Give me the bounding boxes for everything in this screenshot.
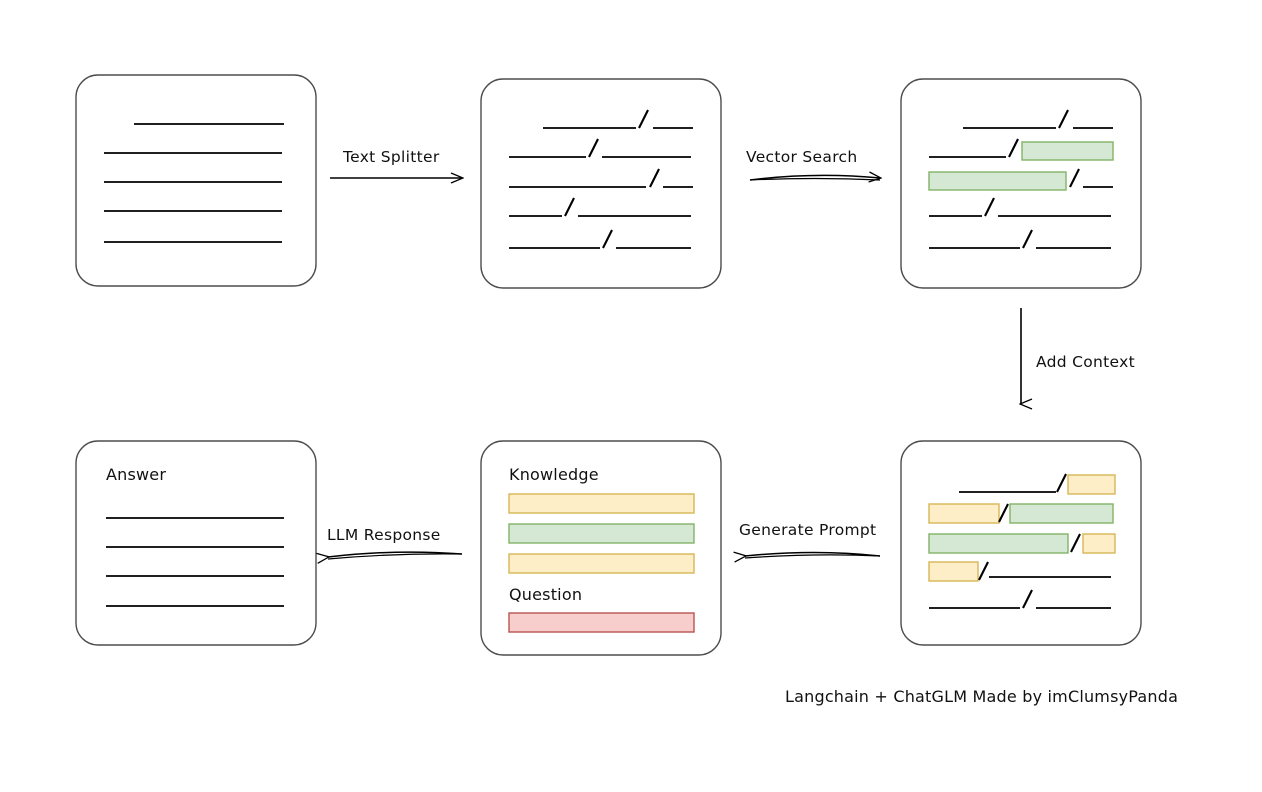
slash-mark (1070, 533, 1081, 553)
box-split-chunks-lines (509, 127, 693, 249)
highlight-bar-green (508, 523, 695, 544)
highlight-bar-green (1009, 503, 1114, 524)
slash-mark (1008, 138, 1019, 158)
prompt-question-title: Question (509, 585, 583, 604)
box-context-added-lines (929, 491, 1111, 609)
slash-mark (1022, 589, 1033, 609)
highlight-bar-yellow (1082, 533, 1116, 554)
slash-mark (1058, 109, 1069, 129)
slash-mark (984, 197, 995, 217)
arrow-line (328, 551, 463, 557)
box-split-chunks-frame (480, 78, 722, 289)
box-answer (75, 440, 317, 646)
box-split-chunks-slashes (564, 109, 660, 249)
arrow-line-secondary (749, 177, 881, 181)
box-prompt-question-bars (508, 612, 695, 633)
arrow-line-secondary (327, 553, 463, 560)
slash-mark (564, 197, 575, 217)
box-context-added-highlights (928, 474, 1116, 582)
box-matched-chunks-slashes (984, 109, 1080, 249)
box-prompt-knowledge-bars (508, 493, 695, 574)
arrow-vector-search (749, 175, 881, 181)
arrow-llm-response (327, 551, 463, 560)
slash-mark (602, 229, 613, 249)
slash-mark (1056, 473, 1067, 493)
slash-mark (998, 503, 1009, 523)
box-source-document (75, 74, 317, 287)
highlight-bar-green (1021, 141, 1114, 161)
box-source-document-lines (104, 123, 284, 243)
arrow-generate-prompt (744, 553, 881, 559)
slash-mark (638, 109, 649, 129)
slash-mark (588, 138, 599, 158)
arrow-line (749, 175, 880, 180)
answer-box-title: Answer (106, 465, 167, 484)
footer-caption: Langchain + ChatGLM Made by imClumsyPand… (785, 687, 1179, 706)
box-source-document-frame (75, 74, 317, 287)
box-matched-chunks-lines (929, 127, 1113, 249)
box-answer-lines (106, 517, 284, 607)
box-matched-chunks-highlights (928, 141, 1114, 191)
highlight-bar-yellow (508, 553, 695, 574)
highlight-bar-yellow (928, 561, 979, 582)
box-context-added (900, 440, 1142, 646)
highlight-bar-green (928, 171, 1067, 191)
box-prompt (480, 440, 722, 656)
arrow-label-generate-prompt: Generate Prompt (739, 521, 877, 539)
highlight-bar-red (508, 612, 695, 633)
highlight-bar-yellow (928, 503, 1000, 524)
box-split-chunks (480, 78, 722, 289)
arrow-label-vector-search: Vector Search (746, 148, 858, 166)
arrow-label-llm-response: LLM Response (327, 526, 441, 544)
arrow-label-add-context: Add Context (1036, 353, 1135, 371)
highlight-bar-yellow (508, 493, 695, 514)
arrow-line (745, 553, 881, 557)
slash-mark (1022, 229, 1033, 249)
prompt-knowledge-title: Knowledge (509, 465, 599, 484)
arrow-line-secondary (744, 554, 881, 559)
box-matched-chunks (900, 78, 1142, 289)
arrow-label-text-splitter: Text Splitter (343, 148, 440, 166)
box-context-added-slashes (978, 473, 1081, 609)
slash-mark (1069, 168, 1080, 188)
slash-mark (649, 168, 660, 188)
box-answer-frame (75, 440, 317, 646)
highlight-bar-yellow (1067, 474, 1116, 495)
highlight-bar-green (928, 533, 1069, 554)
slash-mark (978, 561, 989, 581)
